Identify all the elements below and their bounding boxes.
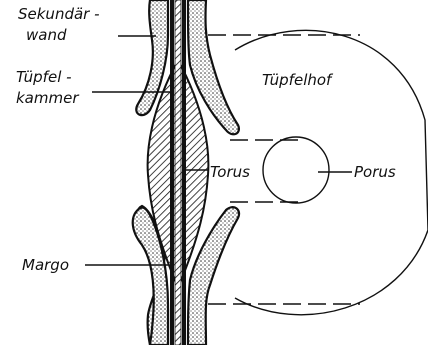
margo-strip-center [175, 0, 181, 345]
label-margo: Margo [22, 256, 69, 274]
label-torus: Torus [210, 163, 250, 181]
label-tuepfelkammer-line2: kammer [16, 89, 79, 107]
label-tuepfelkammer-line1: Tüpfel - [16, 68, 72, 86]
label-porus: Porus [354, 163, 396, 181]
label-sekundaerwand-line1: Sekundär - [18, 5, 100, 23]
label-tuepfelhof: Tüpfelhof [262, 71, 334, 89]
margo-strip-left [170, 0, 174, 345]
margo-strip-right [182, 0, 186, 345]
label-sekundaerwand-line2: wand [26, 26, 67, 44]
porus-circle [263, 137, 329, 203]
